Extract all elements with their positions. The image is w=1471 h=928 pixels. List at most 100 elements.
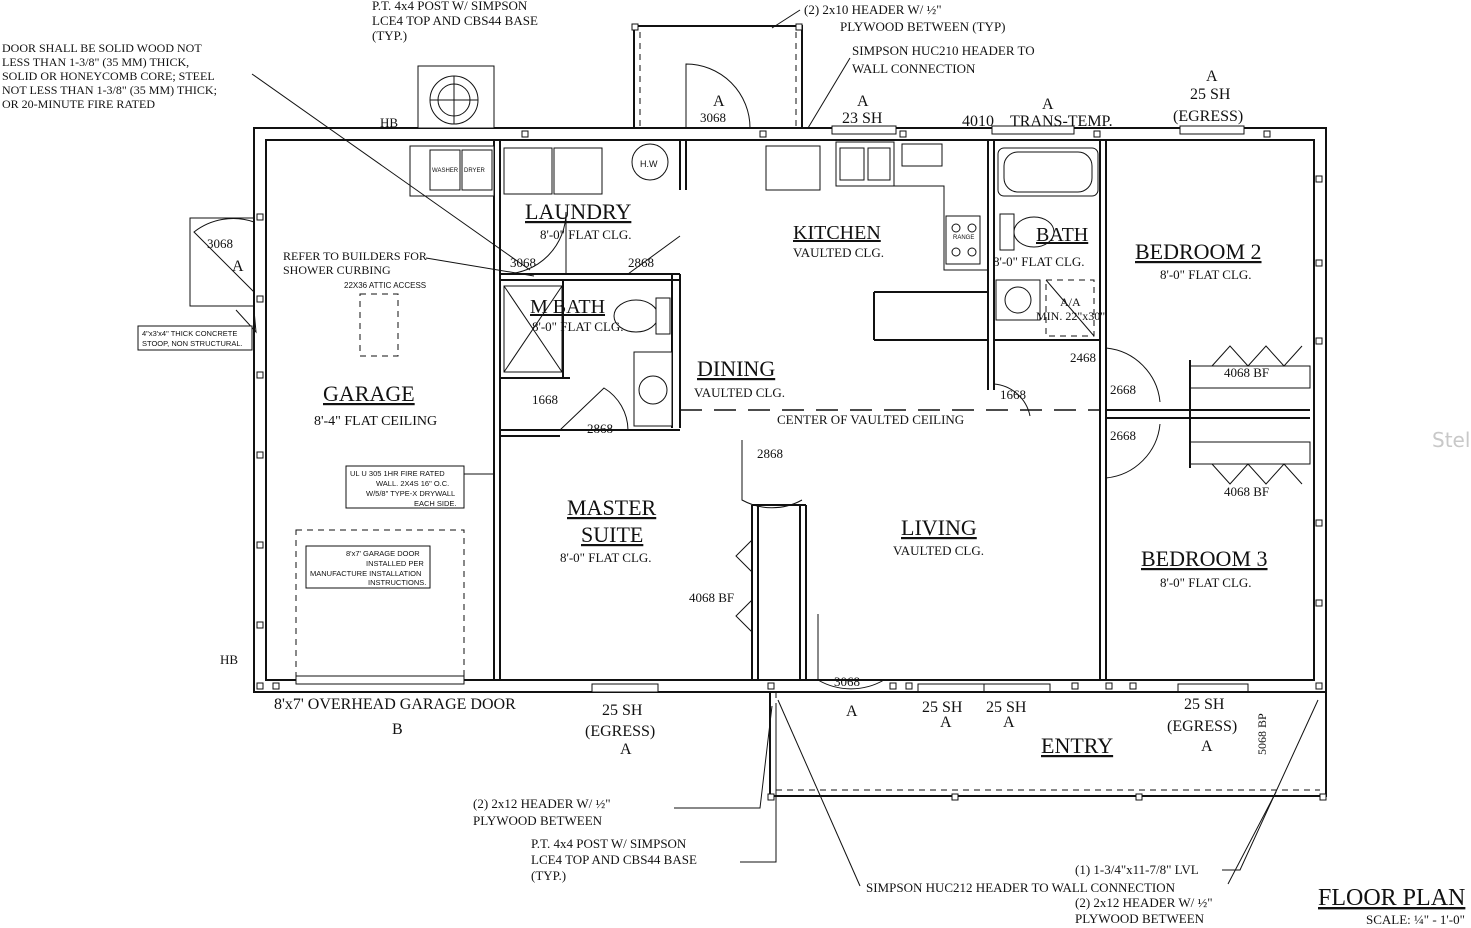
- svg-text:2668: 2668: [1110, 428, 1136, 443]
- svg-text:4068 BF: 4068 BF: [1224, 365, 1269, 380]
- svg-text:EACH SIDE.: EACH SIDE.: [414, 499, 457, 508]
- svg-text:2868: 2868: [628, 255, 654, 270]
- svg-text:(2) 2x12 HEADER W/ ½": (2) 2x12 HEADER W/ ½": [473, 796, 611, 811]
- note-post-top: P.T. 4x4 POST W/ SIMPSON LCE4 TOP AND CB…: [372, 0, 538, 43]
- svg-text:SCALE: ¼" - 1'-0": SCALE: ¼" - 1'-0": [1366, 912, 1465, 927]
- svg-text:(TYP.): (TYP.): [531, 868, 566, 883]
- svg-text:RANGE: RANGE: [953, 235, 974, 241]
- svg-text:BEDROOM 2: BEDROOM 2: [1135, 239, 1262, 264]
- svg-text:(2) 2x12 HEADER W/ ½": (2) 2x12 HEADER W/ ½": [1075, 895, 1213, 910]
- svg-text:WALL. 2X4S 16" O.C.: WALL. 2X4S 16" O.C.: [376, 479, 449, 488]
- svg-text:TRANS-TEMP.: TRANS-TEMP.: [1010, 113, 1113, 130]
- svg-text:P.T. 4x4 POST W/ SIMPSON: P.T. 4x4 POST W/ SIMPSON: [531, 836, 687, 851]
- svg-text:5068 BP: 5068 BP: [1255, 713, 1269, 755]
- svg-text:4068 BF: 4068 BF: [689, 590, 734, 605]
- svg-text:4068 BF: 4068 BF: [1224, 484, 1269, 499]
- svg-text:LAUNDRY: LAUNDRY: [525, 199, 631, 224]
- svg-text:1668: 1668: [532, 392, 558, 407]
- svg-text:8'-0" FLAT CLG.: 8'-0" FLAT CLG.: [560, 550, 652, 565]
- svg-text:PLYWOOD BETWEEN: PLYWOOD BETWEEN: [1075, 911, 1205, 926]
- svg-text:8'-0" FLAT CLG.: 8'-0" FLAT CLG.: [540, 227, 632, 242]
- svg-text:A: A: [1206, 68, 1218, 85]
- svg-text:KITCHEN: KITCHEN: [793, 222, 881, 244]
- svg-text:1668: 1668: [1000, 387, 1026, 402]
- note-door-spec: DOOR SHALL BE SOLID WOOD NOT LESS THAN 1…: [2, 41, 217, 111]
- svg-text:25 SH: 25 SH: [1184, 696, 1225, 713]
- svg-text:A: A: [1042, 96, 1054, 113]
- room-master: MASTER SUITE 8'-0" FLAT CLG.: [560, 495, 657, 565]
- svg-text:MASTER: MASTER: [567, 495, 657, 520]
- svg-text:M BATH: M BATH: [530, 296, 605, 318]
- doors: [193, 63, 1303, 690]
- post-markers: [256, 23, 1327, 801]
- svg-text:4010: 4010: [962, 113, 994, 130]
- note-header-top: (2) 2x10 HEADER W/ ½" PLYWOOD BETWEEN (T…: [804, 2, 1006, 34]
- svg-text:SOLID OR HONEYCOMB CORE; STEEL: SOLID OR HONEYCOMB CORE; STEEL: [2, 69, 215, 83]
- title-block: FLOOR PLAN SCALE: ¼" - 1'-0": [1318, 885, 1465, 927]
- svg-text:H.W: H.W: [640, 159, 658, 169]
- svg-text:8'-0" FLAT CLG.: 8'-0" FLAT CLG.: [532, 319, 624, 334]
- svg-text:STOOP, NON STRUCTURAL.: STOOP, NON STRUCTURAL.: [142, 339, 243, 348]
- svg-text:3068: 3068: [834, 674, 860, 689]
- svg-text:2668: 2668: [1110, 382, 1136, 397]
- room-living: LIVING VAULTED CLG.: [893, 515, 984, 558]
- svg-text:GARAGE: GARAGE: [323, 381, 415, 406]
- note-lvl: (1) 1-3/4"x11-7/8" LVL: [1075, 862, 1199, 877]
- svg-text:A: A: [232, 258, 244, 275]
- note-stoop: 4"x3'x4" THICK CONCRETE STOOP, NON STRUC…: [137, 325, 253, 351]
- svg-text:A: A: [620, 741, 632, 758]
- svg-text:OR 20-MINUTE FIRE RATED: OR 20-MINUTE FIRE RATED: [2, 97, 155, 111]
- svg-text:FLOOR PLAN: FLOOR PLAN: [1318, 885, 1465, 911]
- room-garage: GARAGE 8'-4" FLAT CEILING: [314, 381, 437, 429]
- svg-text:LIVING: LIVING: [901, 515, 977, 540]
- svg-text:A: A: [1003, 714, 1015, 731]
- room-entry: ENTRY: [1041, 733, 1113, 758]
- svg-text:VAULTED CLG.: VAULTED CLG.: [893, 543, 984, 558]
- room-bedroom2: BEDROOM 2 8'-0" FLAT CLG.: [1135, 239, 1262, 282]
- svg-text:LESS THAN 1-3/8" (35 MM) THICK: LESS THAN 1-3/8" (35 MM) THICK,: [2, 55, 189, 69]
- room-bath: BATH 8'-0" FLAT CLG.: [993, 224, 1088, 269]
- callouts: HB HB H.W RANGE WASHER DRYER A 3068 A 23…: [207, 68, 1269, 758]
- svg-text:MIN. 22"x30": MIN. 22"x30": [1036, 309, 1105, 323]
- svg-text:2868: 2868: [757, 446, 783, 461]
- svg-text:HB: HB: [380, 115, 398, 130]
- svg-text:REFER TO BUILDERS FOR: REFER TO BUILDERS FOR: [283, 249, 427, 263]
- svg-text:23 SH: 23 SH: [842, 110, 883, 127]
- svg-text:25 SH: 25 SH: [602, 702, 643, 719]
- svg-text:(EGRESS): (EGRESS): [1173, 108, 1243, 125]
- svg-text:SIMPSON HUC210 HEADER TO: SIMPSON HUC210 HEADER TO: [852, 43, 1035, 58]
- svg-text:A: A: [940, 714, 952, 731]
- room-kitchen: KITCHEN VAULTED CLG.: [793, 222, 884, 260]
- note-header-bottom: (2) 2x12 HEADER W/ ½" PLYWOOD BETWEEN: [473, 796, 611, 828]
- svg-text:A: A: [1201, 738, 1213, 755]
- svg-text:INSTRUCTIONS.: INSTRUCTIONS.: [368, 578, 426, 587]
- svg-text:(EGRESS): (EGRESS): [585, 723, 655, 740]
- svg-text:8'-0" FLAT CLG.: 8'-0" FLAT CLG.: [1160, 575, 1252, 590]
- svg-text:PLYWOOD BETWEEN: PLYWOOD BETWEEN: [473, 813, 603, 828]
- svg-text:WALL CONNECTION: WALL CONNECTION: [852, 61, 976, 76]
- svg-text:2868: 2868: [587, 421, 613, 436]
- svg-text:UL U 305 1HR FIRE RATED: UL U 305 1HR FIRE RATED: [350, 469, 445, 478]
- svg-text:A/A: A/A: [1060, 295, 1081, 309]
- note-garage-door: 8'x7' GARAGE DOOR INSTALLED PER MANUFACT…: [305, 545, 431, 589]
- svg-text:A: A: [857, 93, 869, 110]
- note-min-access: A/A MIN. 22"x30": [1036, 295, 1105, 323]
- svg-text:(2) 2x10 HEADER W/ ½": (2) 2x10 HEADER W/ ½": [804, 2, 942, 17]
- svg-text:NOT LESS THAN 1-3/8" (35 MM) T: NOT LESS THAN 1-3/8" (35 MM) THICK;: [2, 83, 217, 97]
- svg-text:HB: HB: [220, 652, 238, 667]
- svg-text:VAULTED CLG.: VAULTED CLG.: [694, 385, 785, 400]
- svg-text:3068: 3068: [510, 255, 536, 270]
- svg-text:LCE4 TOP AND CBS44 BASE: LCE4 TOP AND CBS44 BASE: [372, 13, 538, 28]
- svg-text:PLYWOOD BETWEEN (TYP): PLYWOOD BETWEEN (TYP): [840, 19, 1006, 34]
- svg-text:25 SH: 25 SH: [1190, 86, 1231, 103]
- note-huc212: SIMPSON HUC212 HEADER TO WALL CONNECTION: [866, 880, 1176, 895]
- svg-text:8'-0" FLAT CLG.: 8'-0" FLAT CLG.: [1160, 267, 1252, 282]
- svg-text:BEDROOM 3: BEDROOM 3: [1141, 546, 1268, 571]
- room-dining: DINING VAULTED CLG.: [694, 356, 785, 400]
- svg-text:25 SH: 25 SH: [986, 699, 1027, 716]
- svg-text:SUITE: SUITE: [581, 522, 643, 547]
- svg-text:WASHER: WASHER: [432, 168, 459, 174]
- fixtures: [189, 65, 1099, 685]
- porches: [633, 25, 1327, 797]
